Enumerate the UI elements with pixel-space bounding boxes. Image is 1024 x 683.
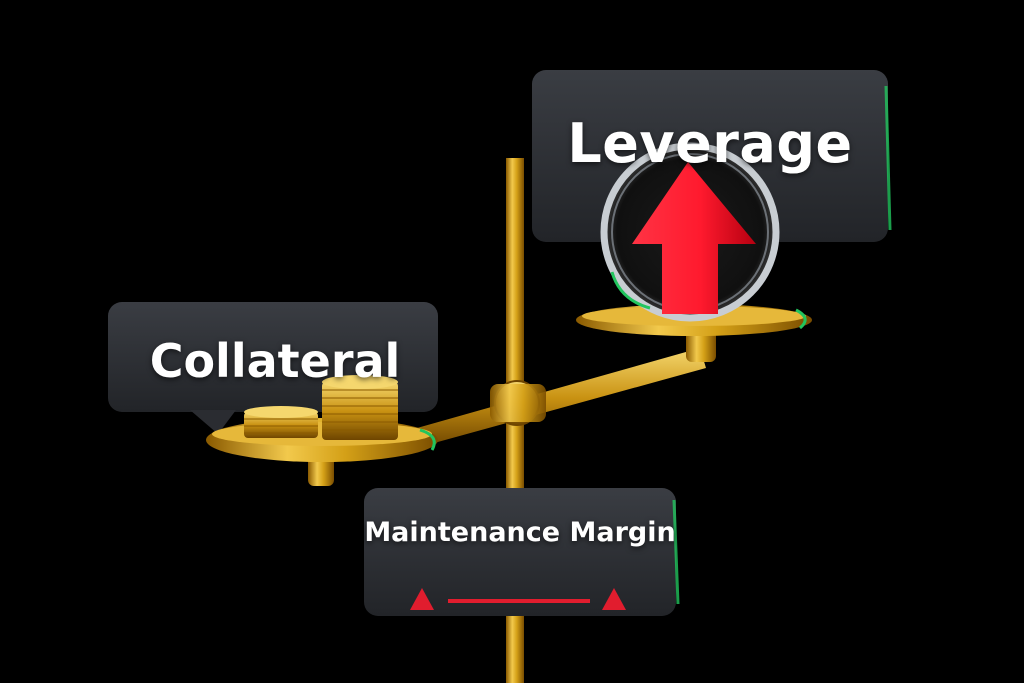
maintenance-margin-panel: [364, 488, 680, 616]
up-arrow-icon: [632, 162, 756, 314]
coin-stack-icon: [244, 375, 398, 440]
margin-threshold-line: [448, 599, 590, 603]
leverage-label: Leverage: [567, 112, 853, 175]
scale-beam: [410, 348, 706, 448]
warning-triangle-icon: [602, 588, 626, 610]
warning-triangle-icon: [410, 588, 434, 610]
collateral-label: Collateral: [149, 334, 401, 388]
maintenance-margin-label: Maintenance Margin: [364, 517, 676, 548]
